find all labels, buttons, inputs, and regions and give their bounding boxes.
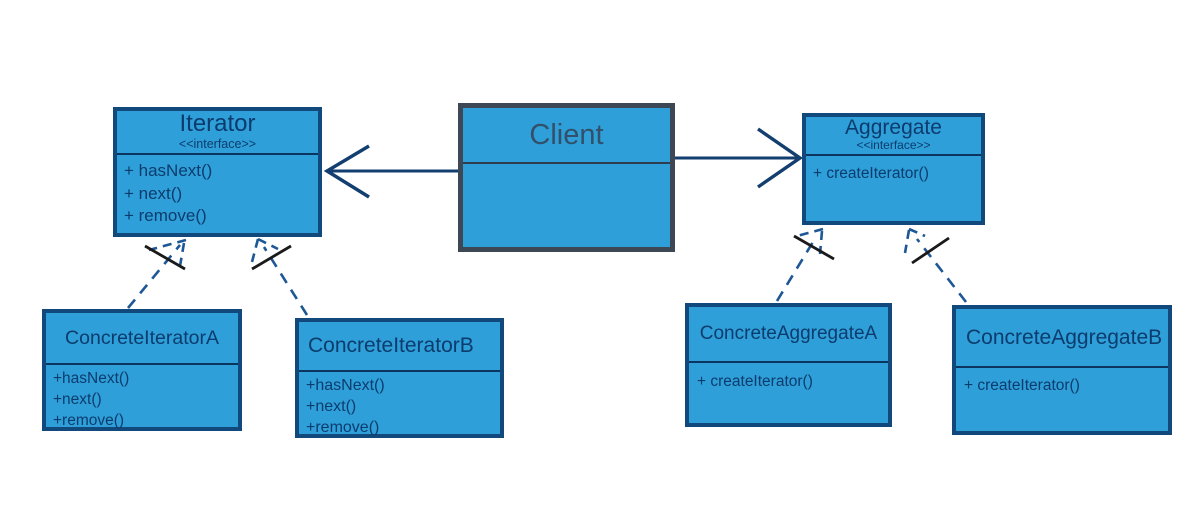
edge-concrete-aggregate-a-to-aggregate [775, 227, 824, 302]
class-concrete-iterator-b: ConcreteIteratorB +hasNext() +next() +re… [295, 318, 504, 438]
class-title: Client [463, 108, 670, 164]
edge-client-to-aggregate [674, 127, 803, 189]
member: + createIterator() [697, 373, 813, 390]
class-stereotype: <<interface>> [178, 137, 257, 151]
edge-concrete-iterator-a-to-iterator [126, 238, 187, 309]
class-title: ConcreteAggregateB [966, 326, 1163, 349]
member-list: + createIterator() [956, 366, 1168, 396]
member: +next() [53, 391, 102, 408]
class-stereotype: <<interface>> [856, 138, 931, 152]
member: + createIterator() [813, 165, 929, 182]
member: + createIterator() [964, 377, 1080, 394]
member-list: + createIterator() [689, 361, 888, 392]
member: + hasNext() [124, 161, 213, 180]
class-title: ConcreteIteratorB [308, 334, 474, 357]
member: +remove() [306, 419, 380, 436]
member: + next() [124, 183, 183, 203]
class-iterator: Iterator <<interface>> + hasNext() + nex… [113, 107, 322, 237]
member: +remove() [53, 412, 125, 429]
edge-client-to-iterator [323, 144, 459, 199]
member: +hasNext() [53, 370, 130, 387]
member: + remove() [124, 206, 207, 225]
member-list: +hasNext() +next() +remove() [46, 363, 238, 431]
class-title: ConcreteAggregateA [699, 323, 878, 344]
class-title: Aggregate [845, 117, 942, 139]
edge-concrete-iterator-b-to-iterator [250, 237, 309, 316]
member-list: +hasNext() +next() +remove() [299, 370, 500, 438]
member-list: + createIterator() [806, 154, 981, 184]
member: +hasNext() [306, 377, 385, 394]
class-client: Client [458, 103, 675, 252]
edge-concrete-aggregate-b-to-aggregate [903, 227, 968, 303]
member: +next() [306, 398, 357, 415]
class-aggregate: Aggregate <<interface>> + createIterator… [802, 113, 985, 225]
class-title: ConcreteIteratorA [65, 327, 219, 349]
class-concrete-aggregate-a: ConcreteAggregateA + createIterator() [685, 303, 892, 427]
class-concrete-iterator-a: ConcreteIteratorA +hasNext() +next() +re… [42, 309, 242, 431]
member-list: + hasNext() + next() + remove() [117, 153, 318, 228]
class-concrete-aggregate-b: ConcreteAggregateB + createIterator() [952, 305, 1172, 435]
class-title: Iterator [179, 111, 256, 137]
